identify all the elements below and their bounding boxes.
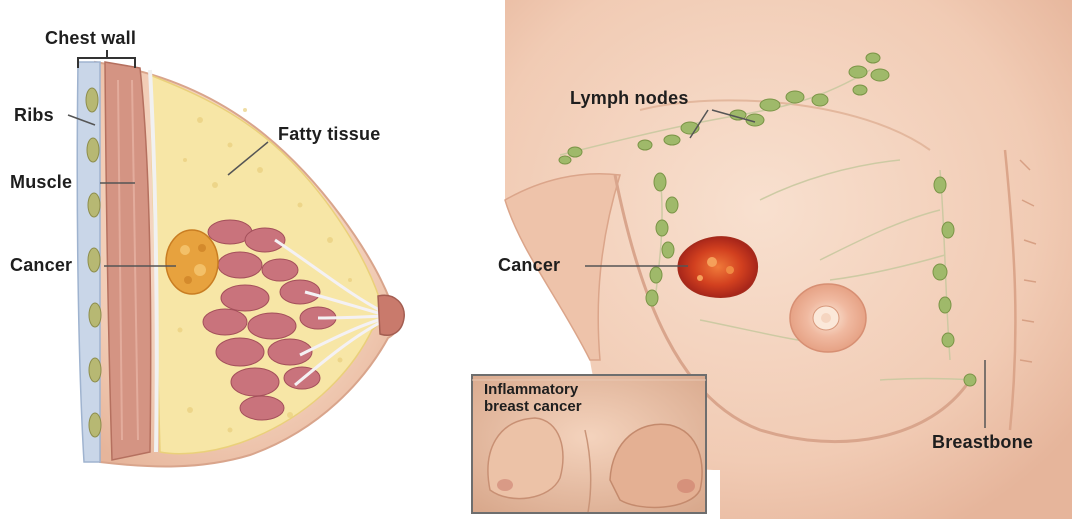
label-breastbone: Breastbone — [932, 432, 1033, 453]
left-cross-section — [68, 50, 404, 466]
label-ribs: Ribs — [14, 105, 54, 126]
label-cancer-right: Cancer — [498, 255, 560, 276]
label-chest-wall: Chest wall — [45, 28, 136, 49]
nipple — [378, 295, 404, 335]
label-cancer-left: Cancer — [10, 255, 72, 276]
label-fatty-tissue: Fatty tissue — [278, 124, 380, 145]
inset-title-line2: breast cancer — [484, 398, 582, 415]
label-lymph-nodes: Lymph nodes — [570, 88, 689, 109]
inset-title-line1: Inflammatory — [484, 381, 578, 398]
areola-right — [790, 284, 866, 352]
cancer-mass-left — [166, 230, 218, 294]
tumor-right — [678, 237, 757, 297]
label-muscle: Muscle — [10, 172, 72, 193]
muscle-layer — [105, 62, 151, 460]
